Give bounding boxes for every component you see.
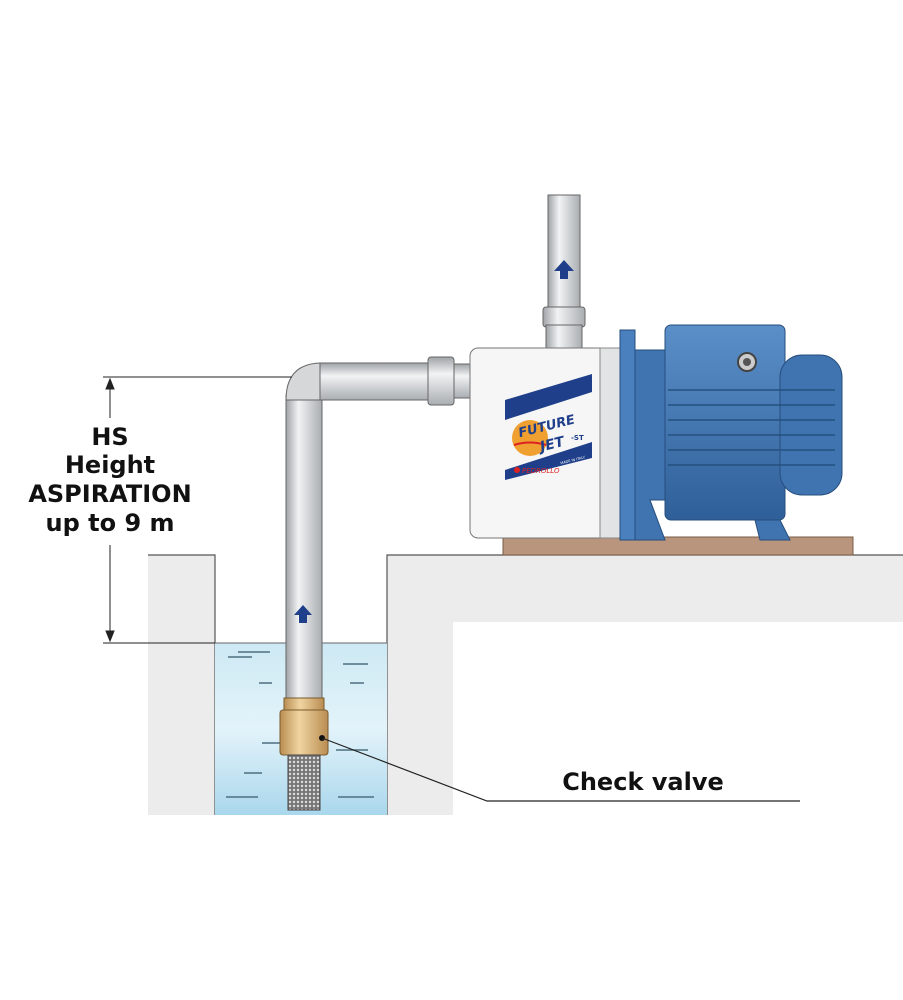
check-valve: [279, 697, 329, 811]
max-height-label: up to 9 m: [46, 509, 175, 537]
pump: FUTURE JET -ST MADE IN ITALY PEDROLLO: [469, 324, 843, 541]
pump-logo-line2: JET: [536, 434, 568, 456]
brand-label: PEDROLLO: [522, 467, 560, 475]
height-dimension: [103, 376, 292, 644]
check-valve-label: Check valve: [562, 768, 724, 796]
right-platform: [387, 555, 903, 815]
pump-base-board: [502, 536, 854, 556]
made-in-label: MADE IN ITALY: [560, 455, 586, 465]
delivery-pipe: [542, 194, 586, 351]
hs-label: HS: [91, 423, 128, 451]
strainer: [287, 754, 321, 811]
height-label: Height: [65, 451, 155, 479]
suction-pipe: [285, 356, 473, 701]
aspiration-label: ASPIRATION: [28, 480, 191, 508]
motor: [664, 324, 786, 521]
flow-arrow-up-icon: [294, 605, 312, 623]
pipe-coupling: [427, 356, 455, 406]
flow-arrow-up-icon: [554, 260, 574, 279]
pump-logo-suffix: -ST: [571, 434, 584, 442]
left-wall: [148, 555, 215, 815]
callout-leader-line: [321, 737, 800, 802]
